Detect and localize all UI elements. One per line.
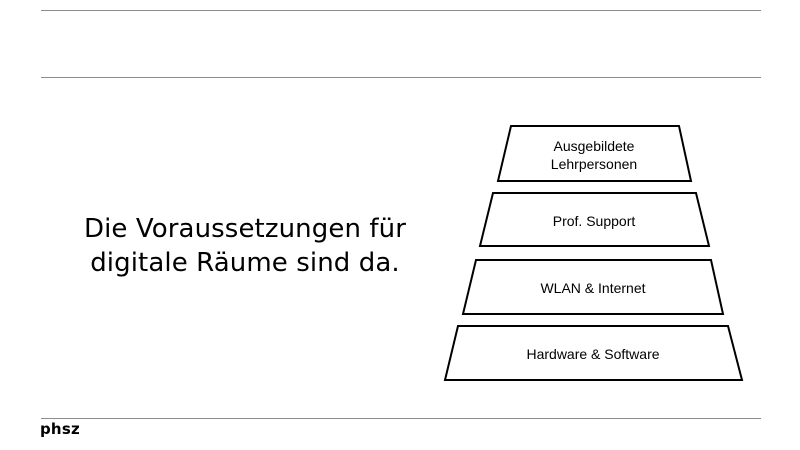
footer-divider [41,418,761,419]
phsz-logo: phsz [40,420,80,438]
pyramid-level-3-label: WLAN & Internet [540,280,645,296]
pyramid-level-4-label: Hardware & Software [526,346,659,362]
headline-line-1: Die Voraussetzungen für [83,214,407,244]
headline-line-2: digitale Räume sind da. [90,248,400,278]
pyramid-level-2-shape [478,192,711,247]
pyramid-level-4: Hardware & Software [443,325,744,381]
slide-headline: Die Voraussetzungen für digitale Räume s… [40,212,450,280]
pyramid-level-1-label-line-1: Ausgebildete [554,138,635,154]
pyramid-level-4-shape [443,325,744,381]
pyramid-level-3: WLAN & Internet [461,259,725,315]
pyramid-level-3-shape [461,259,725,315]
pyramid-level-1: Ausgebildete Lehrpersonen [496,125,693,182]
pyramid-level-2-label: Prof. Support [553,213,636,229]
pyramid-level-1-label-line-2: Lehrpersonen [551,156,637,172]
pyramid-level-1-shape [496,125,693,182]
title-divider [41,77,761,78]
top-divider [41,10,761,11]
pyramid-level-2: Prof. Support [478,192,711,247]
